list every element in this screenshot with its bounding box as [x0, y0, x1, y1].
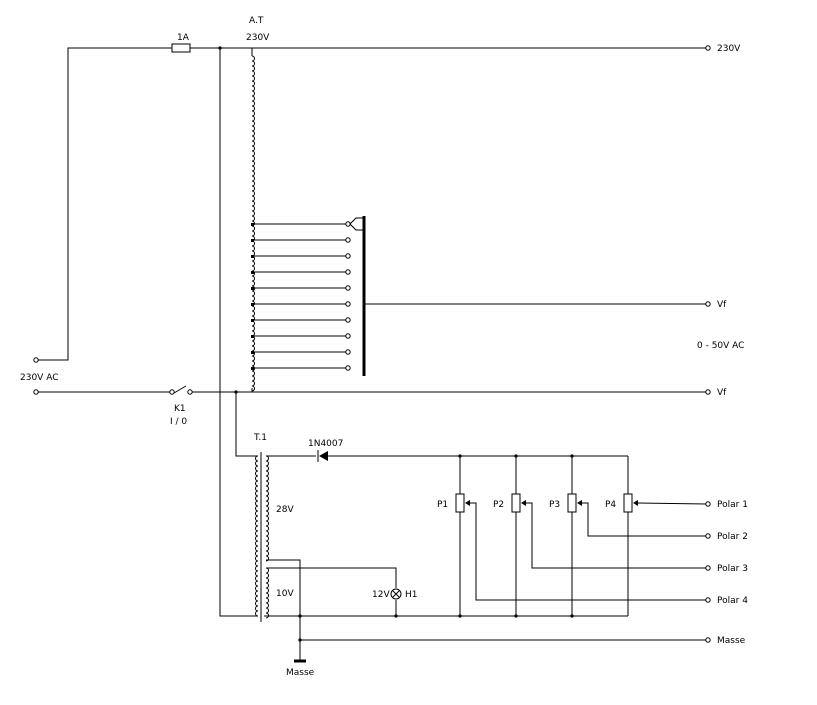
secondary-low-label: 10V: [276, 589, 294, 599]
potentiometer-label: P4: [605, 500, 616, 510]
output-vf-top-label: Vf: [717, 300, 727, 310]
potentiometer-bank: P1 P2 P3 P4 Polar 1 Polar 2 Polar 3 Polar 4: [437, 454, 748, 618]
tap-contact[interactable]: [345, 221, 351, 227]
autotransformer-primary-voltage: 230V: [246, 33, 270, 43]
tap-contact[interactable]: [345, 269, 351, 275]
mains-terminal-live: [33, 357, 39, 363]
t1-primary-winding: [255, 455, 259, 617]
output-vf-bottom-terminal: [705, 389, 711, 395]
mains-line-live: [38, 46, 706, 361]
tap-point: [251, 319, 254, 322]
output-vf-bottom-label: Vf: [717, 388, 727, 398]
t1-primary-top-lead: [235, 392, 258, 457]
pot-wiper-arrow: [633, 500, 638, 506]
ground-label: Masse: [286, 668, 315, 678]
pot-body: [567, 493, 577, 513]
potentiometer-label: P2: [493, 500, 504, 510]
switch-label: K1: [174, 404, 186, 414]
autotransformer-label: A.T: [249, 16, 264, 26]
tap-contact[interactable]: [345, 349, 351, 355]
polar-output-1: Polar 1: [637, 500, 748, 510]
tap-contact[interactable]: [345, 285, 351, 291]
vf-range-label: 0 - 50V AC: [697, 341, 744, 351]
polar-output-4: Polar 4: [470, 502, 748, 606]
tap-point: [251, 271, 254, 274]
potentiometer-p3[interactable]: P3: [549, 454, 582, 618]
pot-body: [455, 493, 465, 513]
polar-terminal: [705, 597, 711, 603]
tap-point: [251, 239, 254, 242]
lamp-voltage-label: 12V: [372, 590, 390, 600]
mains-input-label: 230V AC: [20, 373, 58, 383]
lamp-label: H1: [405, 590, 418, 600]
polar-output-3: Polar 3: [526, 502, 748, 574]
polar-wire: [526, 502, 706, 569]
switch-state-label: I / 0: [170, 417, 187, 427]
potentiometer-label: P1: [437, 500, 448, 510]
tap-contact[interactable]: [345, 365, 351, 371]
output-230v-terminal: [705, 45, 711, 51]
pot-wiper-arrow: [521, 500, 526, 506]
pot-body: [511, 493, 521, 513]
polar-terminal: [705, 533, 711, 539]
output-vf-top-terminal: [705, 301, 711, 307]
lamp-feed: [266, 567, 397, 588]
tap-point: [251, 287, 254, 290]
transformer-label: T.1: [253, 433, 267, 443]
fuse-1a: [171, 43, 191, 53]
pot-wiper-arrow: [577, 500, 582, 506]
tap-contact[interactable]: [345, 333, 351, 339]
tap-point: [251, 255, 254, 258]
tap-point: [251, 335, 254, 338]
mains-terminal-neutral: [33, 389, 39, 395]
polar-output-2: Polar 2: [582, 502, 748, 542]
switch-contact-a: [169, 389, 175, 395]
output-masse-label: Masse: [717, 636, 746, 646]
pot-body: [623, 493, 633, 513]
polar-terminal: [705, 501, 711, 507]
pot-wiper-arrow: [465, 500, 470, 506]
t1-secondary-28v-winding: [265, 455, 269, 562]
neutral-line: [38, 385, 706, 394]
potentiometer-p4[interactable]: P4: [605, 456, 638, 616]
autotransformer-taps: [251, 217, 364, 371]
polar-label: Polar 4: [717, 596, 748, 606]
tap-point: [251, 367, 254, 370]
polar-label: Polar 1: [717, 500, 748, 510]
polar-wire: [470, 502, 706, 601]
diode-1n4007: [317, 450, 328, 462]
polar-label: Polar 2: [717, 532, 748, 542]
t1-secondary-10v-winding: [265, 567, 269, 619]
potentiometer-label: P3: [549, 500, 560, 510]
polar-terminal: [705, 565, 711, 571]
secondary-high-label: 28V: [276, 505, 294, 515]
primary-bus: [219, 48, 258, 617]
selector-wiper[interactable]: [349, 217, 364, 225]
output-230v-label: 230V: [717, 44, 741, 54]
tap-point: [251, 351, 254, 354]
lamp-h1: [390, 588, 402, 600]
output-masse-terminal: [705, 637, 711, 643]
tap-contact[interactable]: [345, 301, 351, 307]
secondary-center-tap: [266, 559, 301, 640]
tap-contact[interactable]: [345, 317, 351, 323]
switch-contact-b[interactable]: [187, 389, 193, 395]
polar-wire: [582, 502, 706, 537]
tap-point: [251, 303, 254, 306]
polar-wire: [637, 502, 707, 505]
potentiometer-p1[interactable]: P1: [437, 454, 470, 618]
diode-label: 1N4007: [308, 439, 343, 449]
potentiometer-p2[interactable]: P2: [493, 454, 526, 618]
tap-contact[interactable]: [345, 237, 351, 243]
polar-label: Polar 3: [717, 564, 748, 574]
selector-wiper-return: [349, 223, 364, 231]
tap-contact[interactable]: [345, 253, 351, 259]
tap-point: [251, 223, 254, 226]
fuse-label: 1A: [177, 33, 190, 43]
